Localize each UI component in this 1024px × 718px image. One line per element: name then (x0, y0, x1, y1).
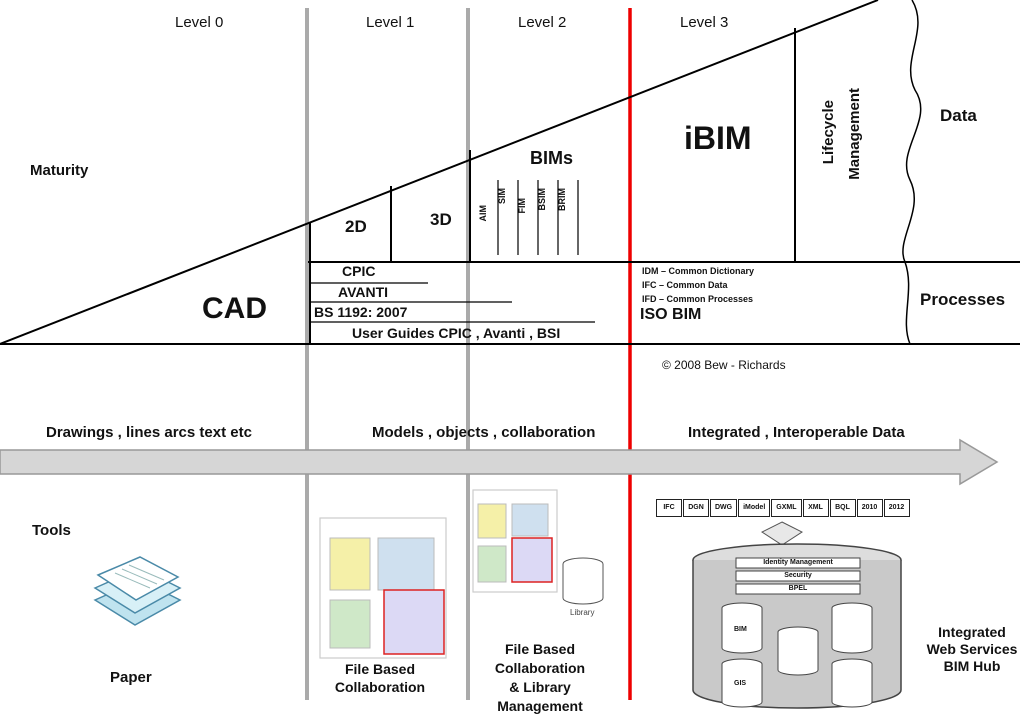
bim-type-brim: BRIM (557, 188, 567, 211)
bim-type-sim: SIM (497, 188, 507, 205)
bim-type-aim: AIM (478, 205, 488, 222)
label-processes: Processes (920, 290, 1006, 309)
format-cell: DWG (710, 499, 738, 517)
wavy-separator (902, 0, 922, 345)
library-document-icon (472, 489, 604, 605)
caption-file-library-line-3: & Library (509, 679, 571, 695)
format-cell: XML (802, 499, 829, 517)
iso-ifc: IFC – Common Data (642, 280, 728, 290)
hub-db-gis: GIS (734, 680, 747, 687)
caption-bim-hub: Integrated Web Services BIM Hub (912, 624, 1024, 675)
caption-file-library-line-1: File Based (504, 641, 576, 657)
format-cell: GXML (771, 499, 802, 517)
caption-bim-hub-line-2: Web Services (926, 641, 1018, 657)
format-cell: IFC (656, 499, 682, 517)
cell-lifecycle: Lifecycle (820, 100, 837, 165)
standard-avanti: AVANTI (338, 284, 389, 300)
format-cell: iModel (738, 499, 771, 517)
format-cell: 2012 (883, 499, 910, 517)
standard-cpic: CPIC (342, 263, 376, 279)
caption-file-library: File Based Collaboration & Library Manag… (470, 640, 610, 716)
caption-paper: Paper (110, 669, 152, 686)
caption-file-collab-line-1: File Based (344, 661, 416, 677)
iso-idm: IDM – Common Dictionary (642, 266, 755, 276)
caption-bim-hub-line-3: BIM Hub (943, 658, 1001, 674)
cell-bims: BIMs (530, 148, 574, 168)
cell-3d: 3D (430, 210, 452, 229)
standard-user-guides: User Guides CPIC , Avanti , BSI (352, 325, 561, 341)
bim-type-bsim: BSIM (537, 188, 547, 211)
cell-ibim: iBIM (684, 120, 752, 156)
label-data: Data (940, 106, 977, 125)
file-collaboration-document-icon (319, 517, 447, 659)
arrow-label-drawings: Drawings , lines arcs text etc (46, 424, 252, 441)
bim-hub-icon (692, 521, 902, 709)
iso-bim: ISO BIM (640, 306, 702, 323)
caption-file-collab: File Based Collaboration (318, 660, 442, 696)
caption-file-library-line-2: Collaboration (494, 660, 586, 676)
row-label-maturity: Maturity (30, 162, 89, 179)
caption-file-library-line-4: Management (497, 698, 583, 714)
level-2-header: Level 2 (518, 14, 567, 31)
hub-layer-bpel: BPEL (788, 585, 808, 592)
standard-bs1192: BS 1192: 2007 (314, 304, 408, 320)
format-cell: 2010 (856, 499, 883, 517)
paper-stack-icon (93, 556, 182, 626)
level-0-header: Level 0 (175, 14, 224, 31)
caption-file-collab-line-2: Collaboration (334, 679, 426, 695)
hub-layer-security: Security (784, 572, 812, 579)
row-label-tools: Tools (32, 522, 71, 539)
level-3-header: Level 3 (680, 14, 729, 31)
copyright: © 2008 Bew - Richards (662, 358, 786, 372)
caption-bim-hub-line-1: Integrated (938, 624, 1006, 640)
arrow-label-integrated: Integrated , Interoperable Data (688, 424, 905, 441)
arrow-label-models: Models , objects , collaboration (372, 424, 596, 441)
cell-cad: CAD (202, 292, 267, 325)
cell-management: Management (846, 88, 863, 180)
hub-layer-identity: Identity Management (763, 559, 833, 566)
bim-type-fim: FIM (517, 198, 527, 214)
iso-ifd: IFD – Common Processes (642, 294, 754, 304)
hub-db-bim: BIM (734, 626, 747, 633)
cell-2d: 2D (345, 217, 367, 236)
format-cell: DGN (683, 499, 709, 517)
library-label: Library (570, 608, 595, 617)
format-cell: BQL (829, 499, 856, 517)
progress-arrow (0, 438, 999, 486)
level-1-header: Level 1 (366, 14, 415, 31)
maturity-slope (0, 0, 879, 345)
